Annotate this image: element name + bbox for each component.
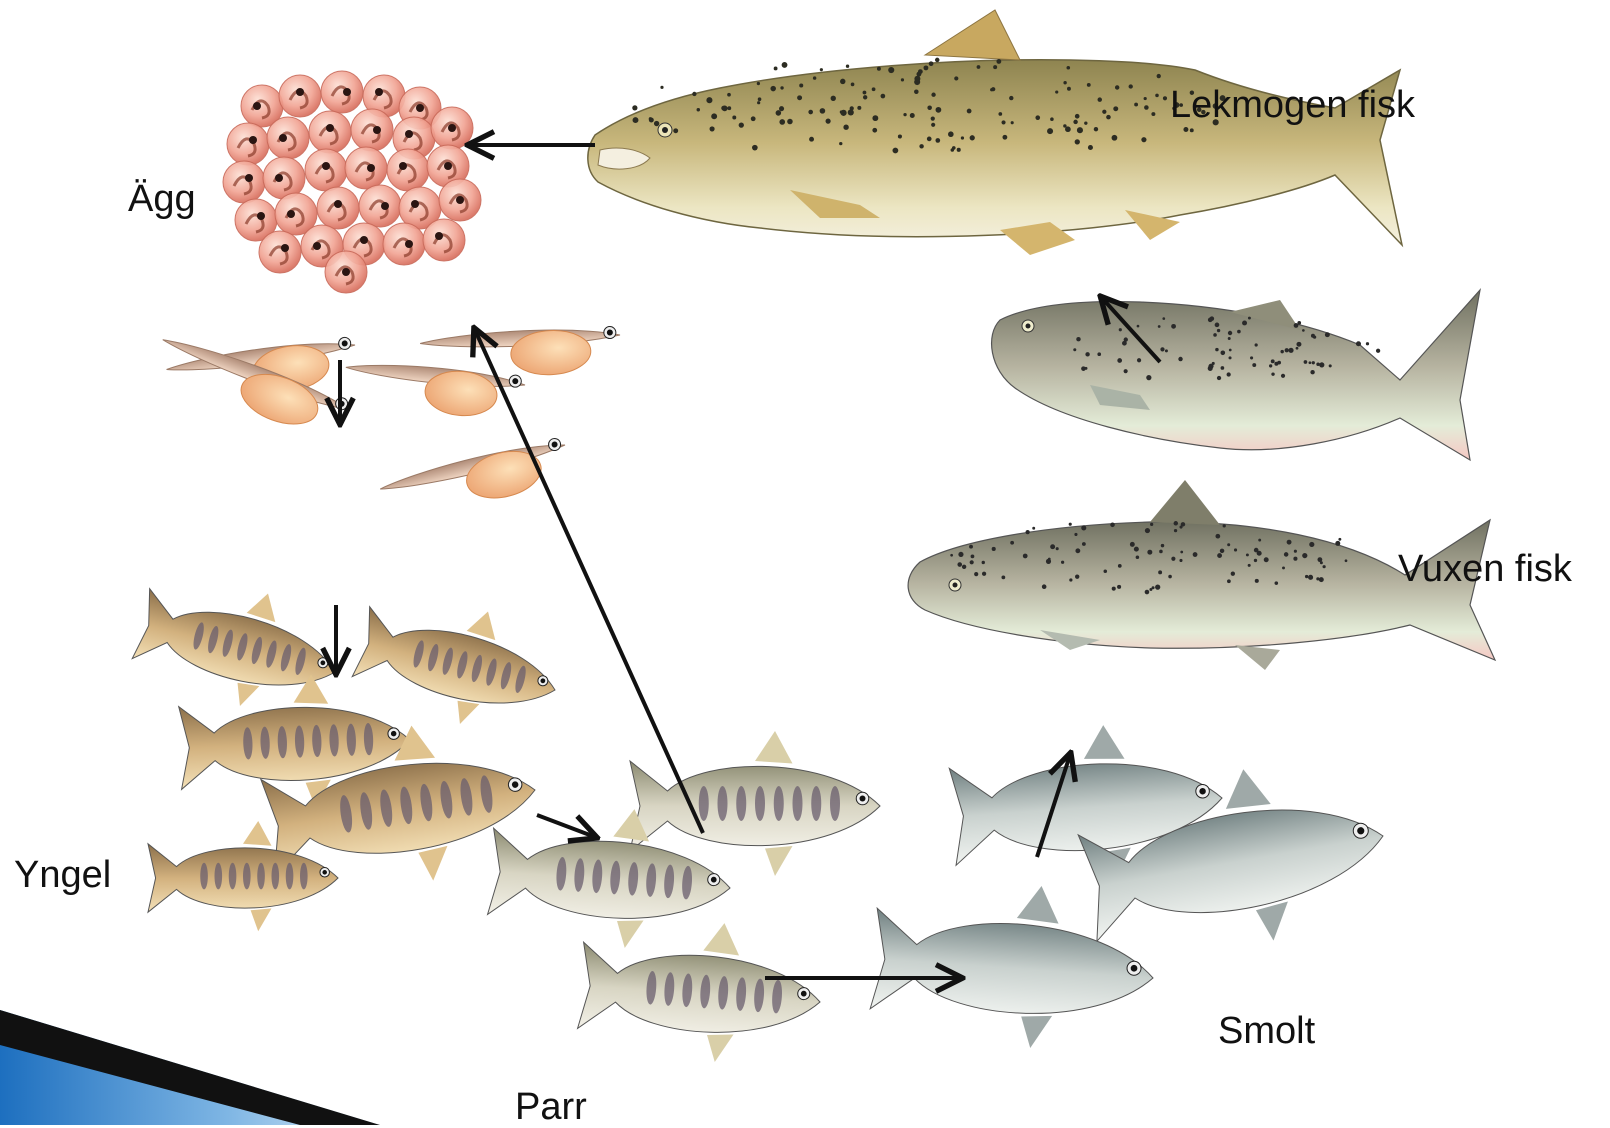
- fry-stage-label: Yngel: [14, 856, 111, 894]
- egg: [383, 223, 425, 265]
- arrow-fry-to-parr: [537, 815, 595, 837]
- egg: [345, 147, 387, 189]
- egg: [423, 219, 465, 261]
- egg: [259, 231, 301, 273]
- egg: [439, 179, 481, 221]
- egg: [325, 251, 367, 293]
- egg: [321, 71, 363, 113]
- small-fish: [347, 583, 569, 744]
- egg: [227, 123, 269, 165]
- egg-stage-label: Ägg: [128, 180, 196, 218]
- egg: [223, 161, 265, 203]
- egg-cluster: [223, 71, 481, 293]
- adult-fish-label: Vuxen fisk: [1398, 550, 1572, 588]
- smolt-group-illustration: [868, 717, 1397, 1056]
- egg: [279, 75, 321, 117]
- adult-fish-upper-illustration: [992, 290, 1480, 460]
- arrow-parr-to-alevin: [475, 330, 703, 833]
- parr-stage-label: Parr: [515, 1088, 587, 1126]
- alevin: [343, 360, 526, 421]
- smolt-stage-label: Smolt: [1218, 1012, 1315, 1050]
- egg: [359, 185, 401, 227]
- egg: [305, 149, 347, 191]
- egg: [267, 117, 309, 159]
- egg: [317, 187, 359, 229]
- egg: [309, 111, 351, 153]
- egg: [431, 107, 473, 149]
- egg: [387, 149, 429, 191]
- egg: [351, 109, 393, 151]
- spawning-fish-label: Lekmogen fisk: [1170, 86, 1415, 124]
- parr-group-illustration: [486, 731, 880, 1069]
- small-fish: [576, 913, 825, 1069]
- spawning-fish-illustration: [588, 10, 1402, 255]
- slide-corner-decoration: [0, 1010, 380, 1125]
